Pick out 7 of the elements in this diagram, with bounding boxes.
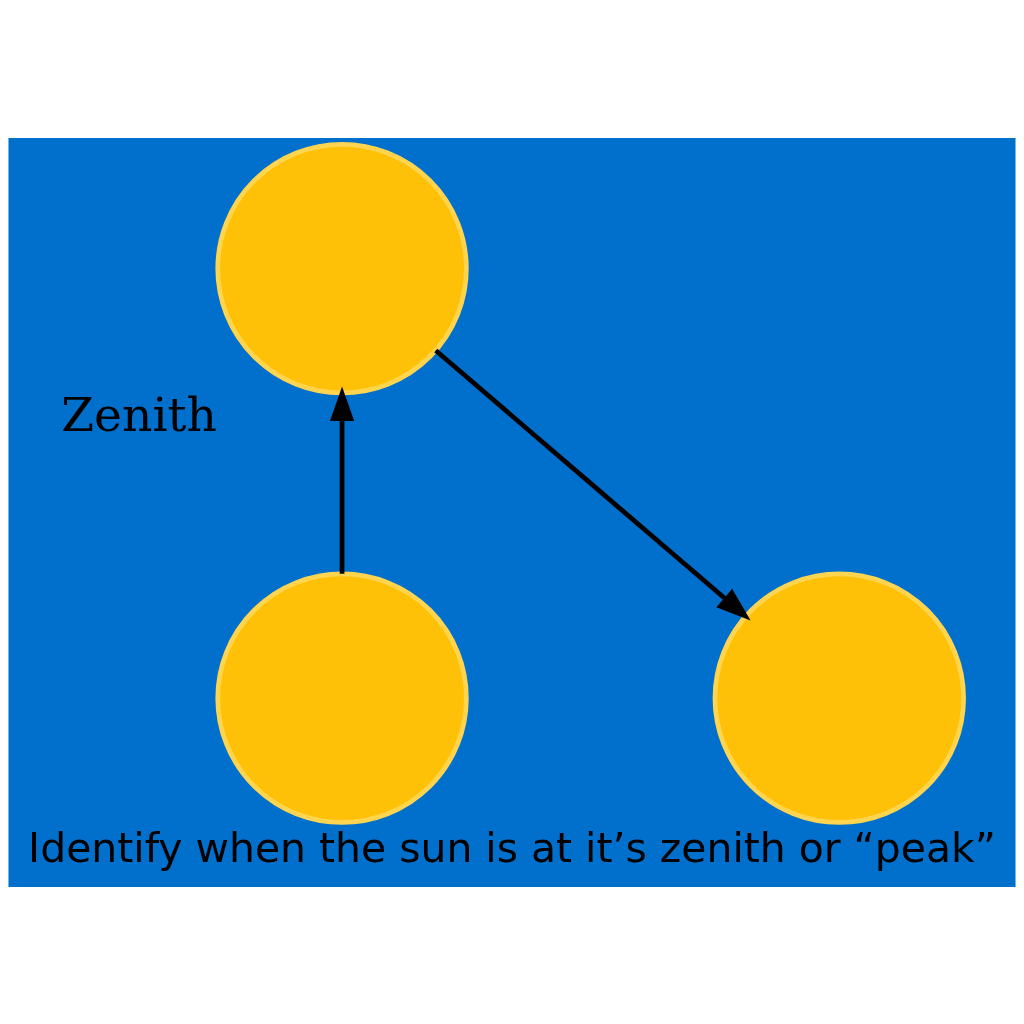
node-circle [712,571,966,825]
node-circle [215,141,469,395]
node-circle [215,571,469,825]
arrow [329,385,355,574]
node-label: Zenith [61,386,217,442]
caption: Identify when the sun is at it’s zenith or “peak” [28,823,996,872]
arrow [434,348,751,621]
